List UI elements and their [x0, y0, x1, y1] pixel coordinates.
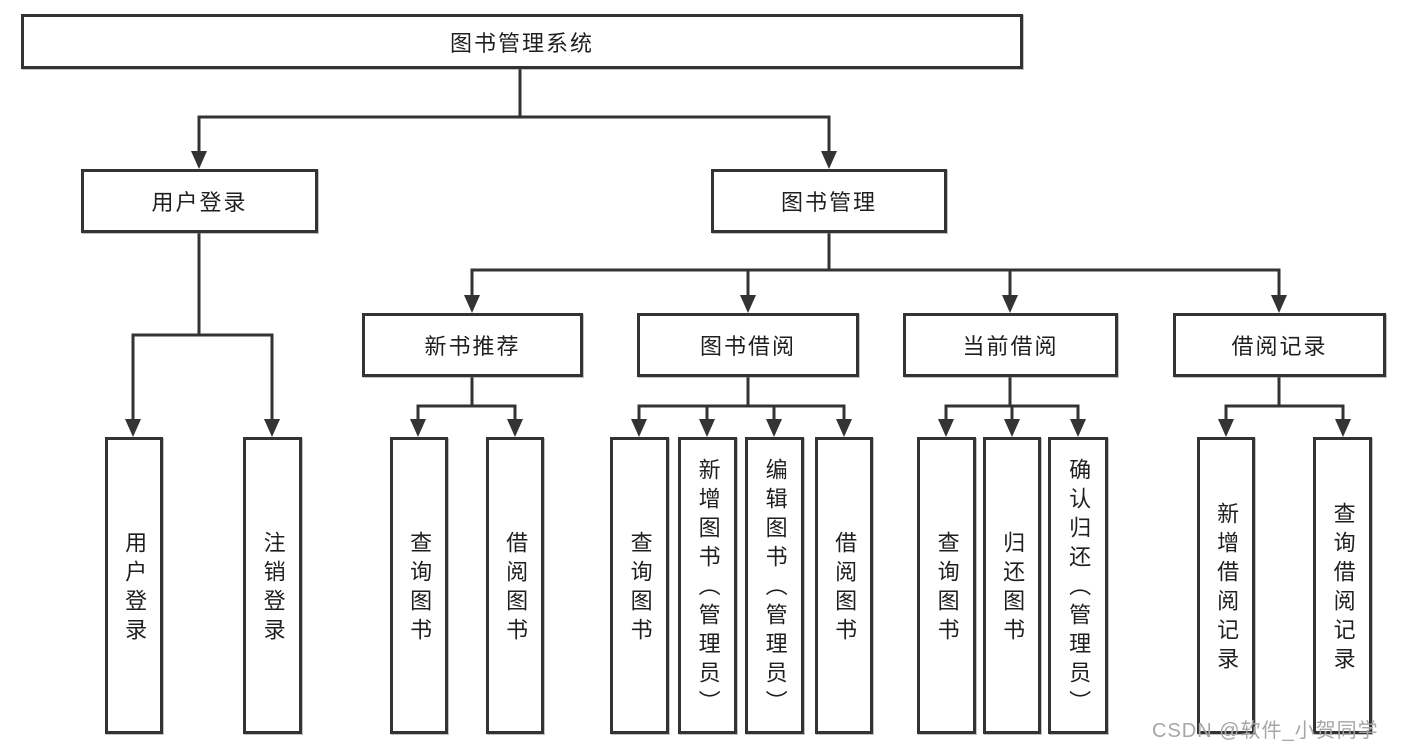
node-leaf-add-borrow-record: 新增借阅记录	[1197, 437, 1255, 734]
connector-book-mgmt-to-level3	[464, 231, 1287, 313]
node-leaf-query-books-3: 查询图书	[917, 437, 976, 734]
node-book-borrow: 图书借阅	[637, 313, 859, 377]
connector-borrow-records-to-leaves	[1218, 375, 1351, 437]
node-leaf-add-book-admin: 新增图书（管理员）	[678, 437, 737, 734]
connector-new-books-to-leaves	[410, 375, 523, 437]
node-leaf-edit-book-admin: 编辑图书（管理员）	[745, 437, 804, 734]
node-leaf-query-borrow-record: 查询借阅记录	[1313, 437, 1372, 734]
connector-current-borrow-to-leaves	[938, 375, 1086, 437]
connector-book-borrow-to-leaves	[631, 375, 852, 437]
node-book-management: 图书管理	[711, 169, 947, 233]
node-leaf-logout: 注销登录	[243, 437, 302, 734]
node-user-login: 用户登录	[81, 169, 318, 233]
node-leaf-borrow-books-2: 借阅图书	[815, 437, 873, 734]
csdn-watermark: CSDN @软件_小贺同学	[1152, 720, 1379, 742]
node-new-book-recommend: 新书推荐	[362, 313, 583, 377]
connector-user-login-to-leaves	[125, 231, 280, 437]
node-leaf-user-login: 用户登录	[105, 437, 163, 734]
node-borrow-records: 借阅记录	[1173, 313, 1386, 377]
node-current-borrow: 当前借阅	[903, 313, 1118, 377]
node-leaf-query-books-2: 查询图书	[610, 437, 669, 734]
node-leaf-confirm-return-admin: 确认归还（管理员）	[1048, 437, 1108, 734]
node-root: 图书管理系统	[21, 14, 1023, 69]
node-leaf-query-books-1: 查询图书	[390, 437, 448, 734]
node-leaf-borrow-books-1: 借阅图书	[486, 437, 544, 734]
node-leaf-return-book: 归还图书	[983, 437, 1041, 734]
connector-root-to-level2	[191, 67, 837, 169]
